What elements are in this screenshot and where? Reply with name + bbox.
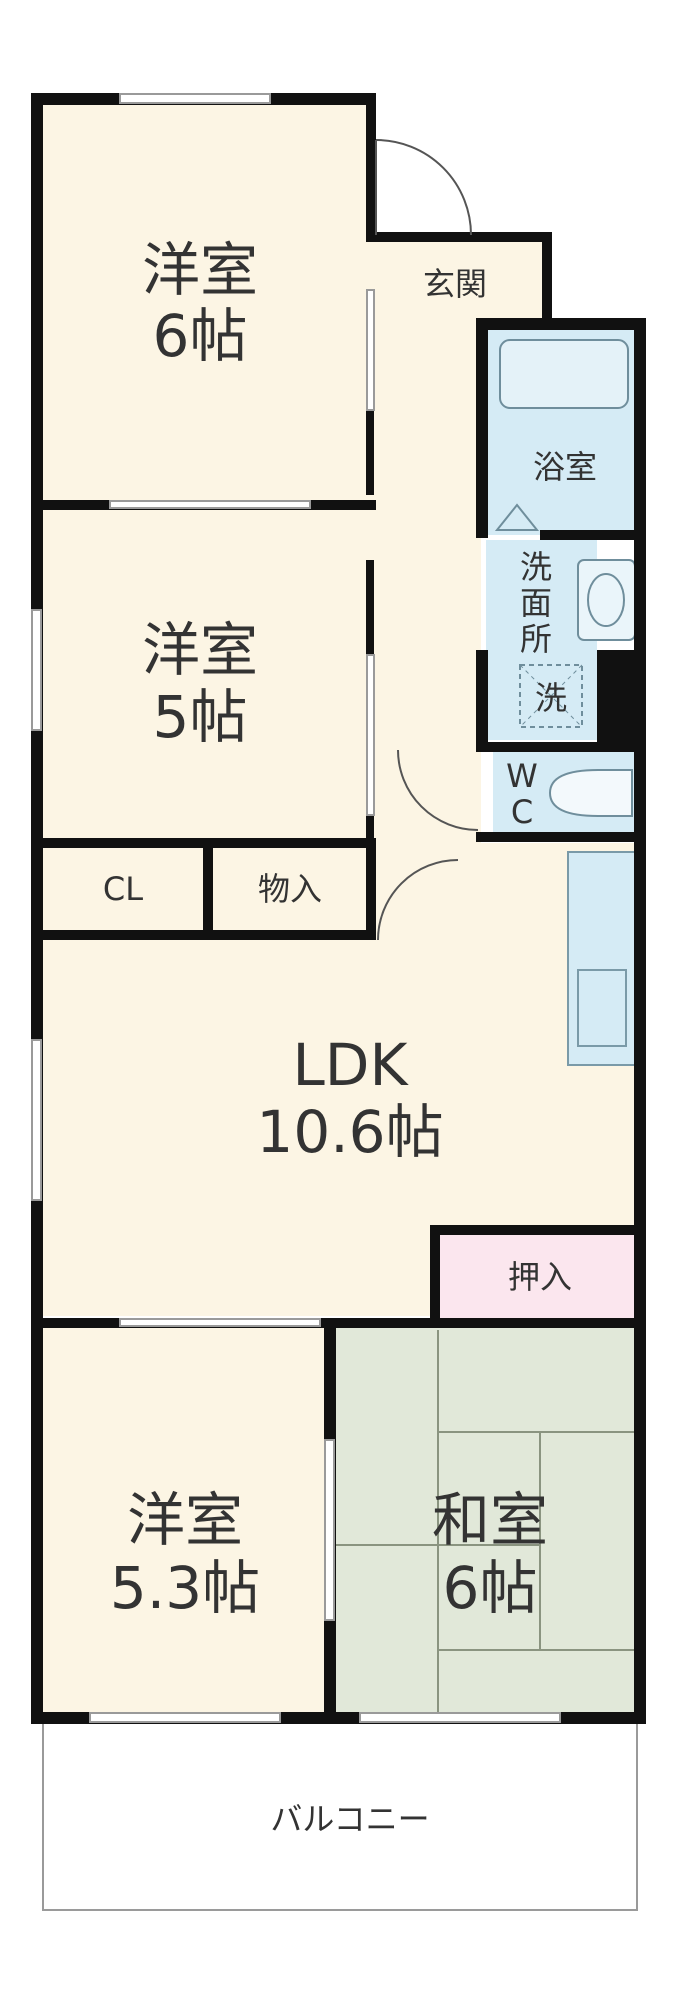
kitchen-sink xyxy=(577,969,627,1047)
room-japanese-type: 和室 xyxy=(432,1486,548,1554)
room-japanese-size: 6帖 xyxy=(443,1554,538,1622)
room-western-3-size: 5.3帖 xyxy=(110,1554,260,1622)
wc-label-w: W xyxy=(506,757,538,795)
washer-label: 洗 xyxy=(535,679,567,717)
bathtub xyxy=(499,339,629,409)
room-western-3-type: 洋室 xyxy=(127,1486,243,1554)
bath-step xyxy=(494,503,540,531)
bath-label: 浴室 xyxy=(533,448,597,486)
ldk-size: 10.6帖 xyxy=(256,1098,443,1166)
room-western-1-type: 洋室 xyxy=(142,236,258,304)
oshiire-area xyxy=(440,1233,641,1318)
wash-basin xyxy=(577,559,636,641)
door-swings xyxy=(375,139,479,941)
washroom-label-2: 面 xyxy=(520,584,552,622)
room-western-1-size: 6帖 xyxy=(153,302,248,370)
room-western-1-area xyxy=(39,101,371,506)
washer-diag-2 xyxy=(519,664,583,728)
room-western-2-size: 5帖 xyxy=(153,683,248,751)
storeroom-label: 物入 xyxy=(258,870,322,908)
closet-label: CL xyxy=(103,870,143,908)
room-western-2-type: 洋室 xyxy=(142,616,258,684)
washer-pan xyxy=(519,664,583,728)
toilet-icon xyxy=(548,769,633,817)
wc-label-c: C xyxy=(511,793,533,831)
tatami-lines xyxy=(336,1330,641,1714)
room-western-3-area xyxy=(39,1328,324,1714)
windows xyxy=(31,93,561,1723)
balcony-area xyxy=(42,1721,638,1911)
room-western-2-area xyxy=(39,506,371,843)
washroom-label-3: 所 xyxy=(520,620,552,658)
basin-bowl xyxy=(587,573,625,627)
washroom-label-1: 洗 xyxy=(520,548,552,586)
entrance-label: 玄関 xyxy=(423,265,487,303)
ldk-type: LDK xyxy=(292,1031,409,1099)
oshiire-label: 押入 xyxy=(508,1258,572,1296)
corridor-area xyxy=(371,345,481,855)
balcony-label: バルコニー xyxy=(270,1800,429,1838)
